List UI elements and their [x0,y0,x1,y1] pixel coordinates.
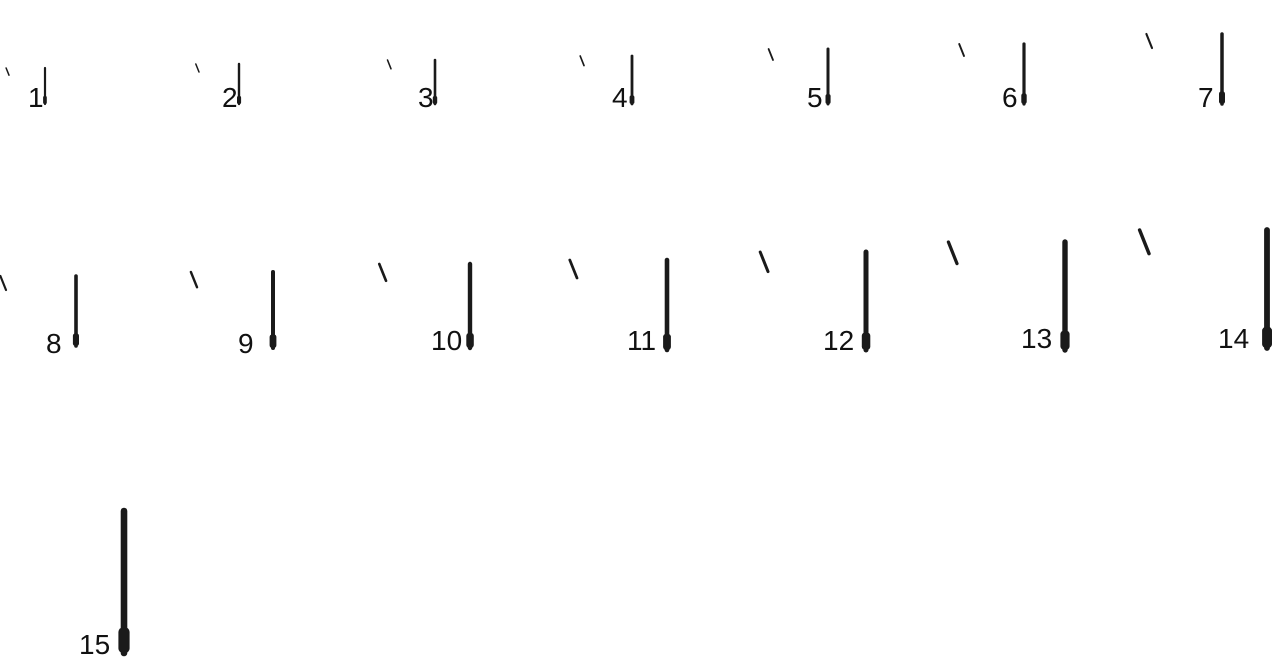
hook-size-label: 11 [627,325,656,356]
hook-size-label: 7 [1198,82,1214,113]
hook-figure: 15 [0,511,130,660]
hook-size-label: 9 [238,328,254,359]
hook-barb [1146,34,1152,48]
hook-barb [760,252,768,272]
hook-eye [73,333,79,346]
hook-eye [1219,91,1225,104]
hook-size-label: 14 [1218,323,1249,354]
hook-figure: 5 [769,49,831,113]
hook-size-label: 1 [28,82,44,113]
hook-figure: 9 [191,272,277,359]
hook-eye [630,95,635,104]
hook-eye [43,96,47,104]
hook-eye [826,94,831,104]
hook-figure: 2 [196,64,241,113]
hook-barb [388,60,392,69]
hook-size-label: 15 [79,629,110,660]
hook-eye [118,627,129,653]
hook-figure: 4 [580,56,634,113]
hook-size-label: 3 [418,82,434,113]
hook-figure: 8 [0,276,79,359]
hook-eye [1060,331,1069,350]
hook-barb [769,49,773,60]
hook-eye [1021,93,1026,104]
hook-figure: 14 [1140,230,1272,354]
hook-size-label: 6 [1002,82,1018,113]
hook-eye [862,332,871,350]
hook-barb [379,264,386,281]
hook-figure: 7 [1146,34,1225,113]
hook-figure: 1 [6,68,47,113]
hook-size-label: 2 [222,82,238,113]
hook-eye [663,334,671,350]
hook-eye [270,334,277,348]
hook-figure: 3 [388,60,438,113]
hook-figure: 11 [570,260,671,356]
hook-barb [959,44,964,56]
hook-size-label: 4 [612,82,628,113]
hook-size-label: 13 [1021,323,1052,354]
hook-figure: 6 [959,44,1026,113]
hook-size-label: 5 [807,82,823,113]
hook-barb [580,56,584,66]
hook-eye [1262,327,1272,348]
hook-barb [6,68,9,75]
hook-eye [466,333,474,348]
hook-barb [0,276,6,290]
hook-eye [237,96,241,104]
hook-size-label: 10 [431,325,462,356]
hook-size-label: 8 [46,328,62,359]
hook-barb [191,272,197,287]
hook-figure: 10 [379,264,474,356]
hook-size-label: 12 [823,325,854,356]
hook-barb [570,260,577,278]
hook-figure: 12 [760,252,870,356]
hook-barb [948,242,957,264]
hook-barb [1140,230,1149,254]
hook-figure: 13 [948,242,1069,354]
hook-barb [196,64,199,72]
